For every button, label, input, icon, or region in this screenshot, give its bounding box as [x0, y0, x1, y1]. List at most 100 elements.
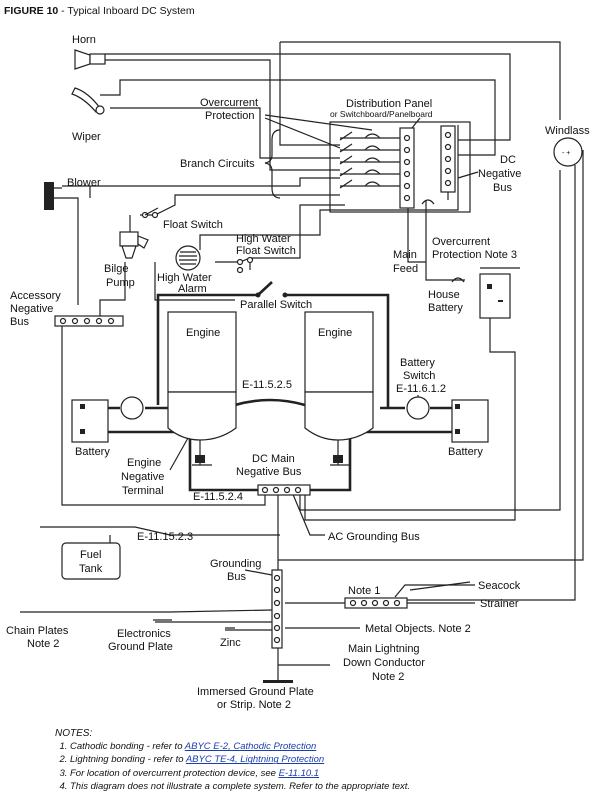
main-breaker	[421, 199, 435, 205]
branch-brace	[264, 129, 281, 199]
grounding-bus-label-2: Bus	[227, 571, 246, 583]
windlass-motor-icon	[553, 137, 583, 167]
engine-right-label: Engine	[318, 327, 352, 339]
svg-text:- +: - +	[562, 150, 570, 157]
engine-neg-label-3: Terminal	[122, 485, 164, 497]
immersed-ground-plate-icon	[263, 680, 293, 683]
bilge-pump-label-1: Bilge	[104, 263, 128, 275]
dc-main-label-1: DC Main	[252, 453, 295, 465]
notes-title: NOTES:	[55, 728, 93, 739]
ac-grounding-label: AC Grounding Bus	[328, 531, 420, 543]
bilge-pump-label-2: Pump	[106, 277, 135, 289]
chain-plates-label-2: Note 2	[27, 638, 59, 650]
parallel-switch-icon	[255, 281, 288, 298]
thick-wires	[85, 293, 455, 492]
engine-neg-label-2: Negative	[121, 471, 164, 483]
house-battery-label-1: House	[428, 289, 460, 301]
float-switch-label: Float Switch	[163, 219, 223, 231]
ref-e11524: E-11.5.2.4	[193, 491, 243, 503]
distribution-panel-box	[329, 121, 471, 213]
house-battery-icon	[479, 273, 511, 319]
engine-right-icon	[304, 311, 374, 466]
battery-left-label: Battery	[75, 446, 110, 458]
wiper-icon	[71, 87, 105, 115]
dc-negative-bus-terminals	[444, 131, 452, 187]
hw-alarm-label-2: Alarm	[178, 283, 207, 295]
battery-left-icon	[71, 399, 109, 443]
bilge-pump-icon	[119, 231, 149, 259]
note-item: This diagram does not illustrate a compl…	[70, 780, 410, 793]
dc-neg-label-2: Negative	[478, 168, 521, 180]
strainer-label: Strainer	[480, 598, 519, 610]
branch-breakers	[339, 131, 381, 189]
hw-float-label-1: High Water	[236, 233, 291, 245]
engine-neg-label-1: Engine	[127, 457, 161, 469]
horn-label: Horn	[72, 34, 96, 46]
wiper-label: Wiper	[72, 131, 101, 143]
bonding-strip-terminals	[349, 599, 401, 607]
note-item: For location of overcurrent protection d…	[70, 767, 410, 780]
distribution-panel-sublabel: or Switchboard/Panelboard	[330, 109, 433, 119]
notes-list: Cathodic bonding - refer to ABYC E-2, Ca…	[55, 740, 410, 793]
lightning-label-2: Down Conductor	[343, 657, 425, 669]
note1-label: Note 1	[348, 585, 380, 597]
lightning-label-1: Main Lightning	[348, 643, 420, 655]
note-link-e11101[interactable]: E-11.10.1	[278, 767, 320, 779]
grounding-bus-label-1: Grounding	[210, 558, 261, 570]
note-item: Lightning bonding - refer to ABYC TE-4, …	[70, 753, 410, 766]
accessory-bus-terminals	[59, 317, 115, 325]
ref-e1115-2-3: E-11.15.2.3	[137, 531, 193, 543]
grounding-bus	[271, 569, 283, 649]
distribution-panel-label: Distribution Panel	[346, 98, 432, 110]
parallel-switch-label: Parallel Switch	[240, 299, 312, 311]
battery-switch-right-icon	[406, 396, 430, 420]
grounding-bus-terminals	[273, 574, 281, 644]
fuel-tank-label-2: Tank	[79, 563, 103, 575]
metal-objects-label: Metal Objects. Note 2	[365, 623, 471, 635]
house-battery-label-2: Battery	[428, 302, 463, 314]
blower-label: Blower	[67, 177, 101, 189]
figure-title: FIGURE 10 - Typical Inboard DC System	[4, 5, 195, 17]
overcurrent-note3-label-1: Overcurrent	[432, 236, 490, 248]
positive-bus-terminals	[403, 134, 411, 202]
high-water-alarm-icon	[175, 245, 201, 271]
zinc-label: Zinc	[220, 637, 241, 649]
lightning-label-3: Note 2	[372, 671, 404, 683]
main-feed-label-1: Main	[393, 249, 417, 261]
ref-e11525: E-11.5.2.5	[242, 379, 292, 391]
overcurrent-label-2: Protection	[205, 110, 255, 122]
engine-left-icon	[167, 311, 237, 466]
battery-switch-left-icon	[120, 396, 144, 420]
overcurrent-note3-label-2: Protection Note 3	[432, 249, 517, 261]
note-link-lightning[interactable]: ABYC TE-4, Lightning Protection	[185, 754, 325, 766]
acc-neg-label-3: Bus	[10, 316, 29, 328]
battery-switch-label-2: Switch	[403, 370, 435, 382]
electronics-label-2: Ground Plate	[108, 641, 173, 653]
note-link-cathodic[interactable]: ABYC E-2, Cathodic Protection	[184, 741, 317, 753]
blower-icon	[44, 182, 62, 210]
windlass-label: Windlass	[545, 125, 590, 137]
acc-neg-label-1: Accessory	[10, 290, 61, 302]
high-water-float-switch-icon	[236, 256, 254, 274]
seacock-label: Seacock	[478, 580, 521, 592]
acc-neg-label-2: Negative	[10, 303, 53, 315]
note-item: Cathodic bonding - refer to ABYC E-2, Ca…	[70, 740, 410, 753]
chain-plates-label-1: Chain Plates	[6, 625, 69, 637]
thin-wires	[20, 41, 584, 680]
battery-right-label: Battery	[448, 446, 483, 458]
notes-section: NOTES: Cathodic bonding - refer to ABYC …	[55, 727, 410, 793]
dc-main-label-2: Negative Bus	[236, 466, 302, 478]
immersed-label-2: or Strip. Note 2	[217, 699, 291, 711]
immersed-label-1: Immersed Ground Plate	[197, 686, 314, 698]
horn-icon	[74, 49, 106, 70]
fuel-tank-label-1: Fuel	[80, 549, 101, 561]
float-switch-icon	[141, 207, 159, 219]
house-fuse-icon	[451, 277, 465, 283]
overcurrent-label-1: Overcurrent	[200, 97, 258, 109]
branch-circuits-label: Branch Circuits	[180, 158, 255, 170]
dc-neg-label-3: Bus	[493, 182, 512, 194]
battery-switch-label-1: Battery	[400, 357, 435, 369]
main-feed-label-2: Feed	[393, 263, 418, 275]
fuel-tank-icon	[61, 542, 121, 580]
